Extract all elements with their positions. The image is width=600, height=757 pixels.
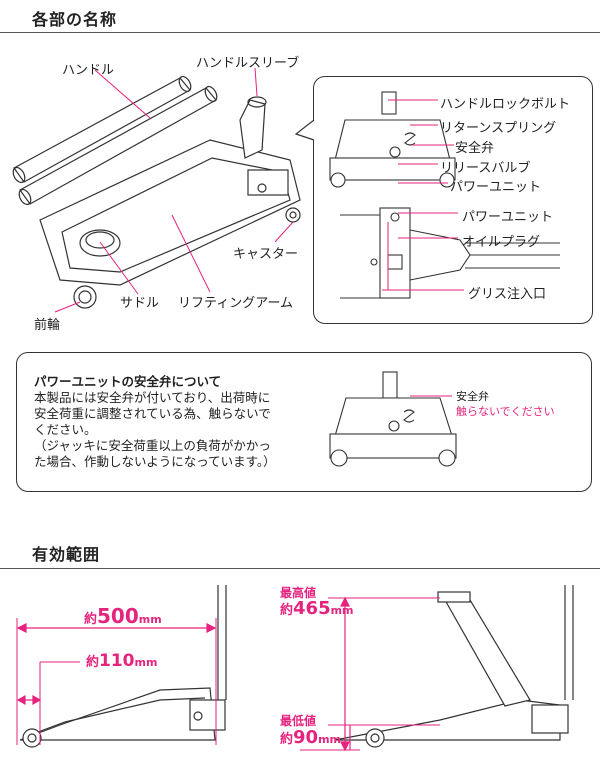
label-caster: キャスター <box>233 247 299 262</box>
section-title-range: 有効範囲 <box>32 545 101 564</box>
dim-prefix: 約 <box>86 655 100 670</box>
label-release-valve: リリースバルブ <box>440 161 531 176</box>
dim-prefix: 約 <box>280 603 294 618</box>
notice-callout-label: 安全弁 <box>456 390 489 403</box>
dim-reach-total: 約500mm <box>84 604 162 628</box>
notice-line: た場合、作動しないようになっています。） <box>34 454 276 469</box>
dim-unit: mm <box>318 733 342 746</box>
label-grease-inlet: グリス注入口 <box>468 287 547 302</box>
section-divider <box>0 32 600 33</box>
dim-prefix: 約 <box>84 612 98 627</box>
label-handle-sleeve: ハンドルスリーブ <box>196 56 300 71</box>
label-return-spring: リターンスプリング <box>440 121 557 136</box>
label-handle: ハンドル <box>62 63 115 78</box>
label-handle-lock-bolt: ハンドルロックボルト <box>440 97 571 112</box>
label-power-unit-side: パワーユニット <box>462 210 554 225</box>
notice-title: パワーユニットの安全弁について <box>34 374 222 389</box>
dim-unit: mm <box>134 656 158 669</box>
dim-value: 110 <box>99 651 135 671</box>
dim-prefix: 約 <box>280 732 294 747</box>
dim-reach-min: 約110mm <box>86 651 157 671</box>
dim-min-label: 最低値 <box>280 714 317 728</box>
dim-value: 465 <box>293 598 331 619</box>
dim-max-height: 約465mm <box>280 598 354 619</box>
label-power-unit-top: パワーユニット <box>450 180 542 195</box>
label-safety-valve: 安全弁 <box>455 141 495 156</box>
dim-max-label: 最高値 <box>280 586 317 600</box>
safety-valve-notice <box>16 352 592 492</box>
section-divider <box>0 568 600 569</box>
notice-line: 安全荷重に調整されている為、触らないで <box>34 406 271 421</box>
notice-line: 本製品には安全弁が付いており、出荷時に <box>34 390 271 405</box>
dim-unit: mm <box>330 604 354 617</box>
dim-min-height: 約90mm <box>280 727 341 748</box>
notice-body: 本製品には安全弁が付いており、出荷時に 安全荷重に調整されている為、触らないで … <box>34 390 294 470</box>
notice-line: （ジャッキに安全荷重以上の負荷がかかっ <box>34 438 271 453</box>
notice-line: ください。 <box>34 422 97 437</box>
label-front-wheel: 前輪 <box>34 318 61 333</box>
detail-callout-box <box>313 76 593 324</box>
dim-value: 90 <box>293 727 319 748</box>
dim-unit: mm <box>138 613 162 626</box>
dim-value: 500 <box>97 604 139 628</box>
notice-callout-warning: 触らないでください <box>456 405 555 418</box>
label-lifting-arm: リフティングアーム <box>178 296 294 311</box>
label-oil-plug: オイルプラグ <box>462 235 541 250</box>
section-title-parts: 各部の名称 <box>32 10 118 29</box>
label-saddle: サドル <box>120 296 160 311</box>
